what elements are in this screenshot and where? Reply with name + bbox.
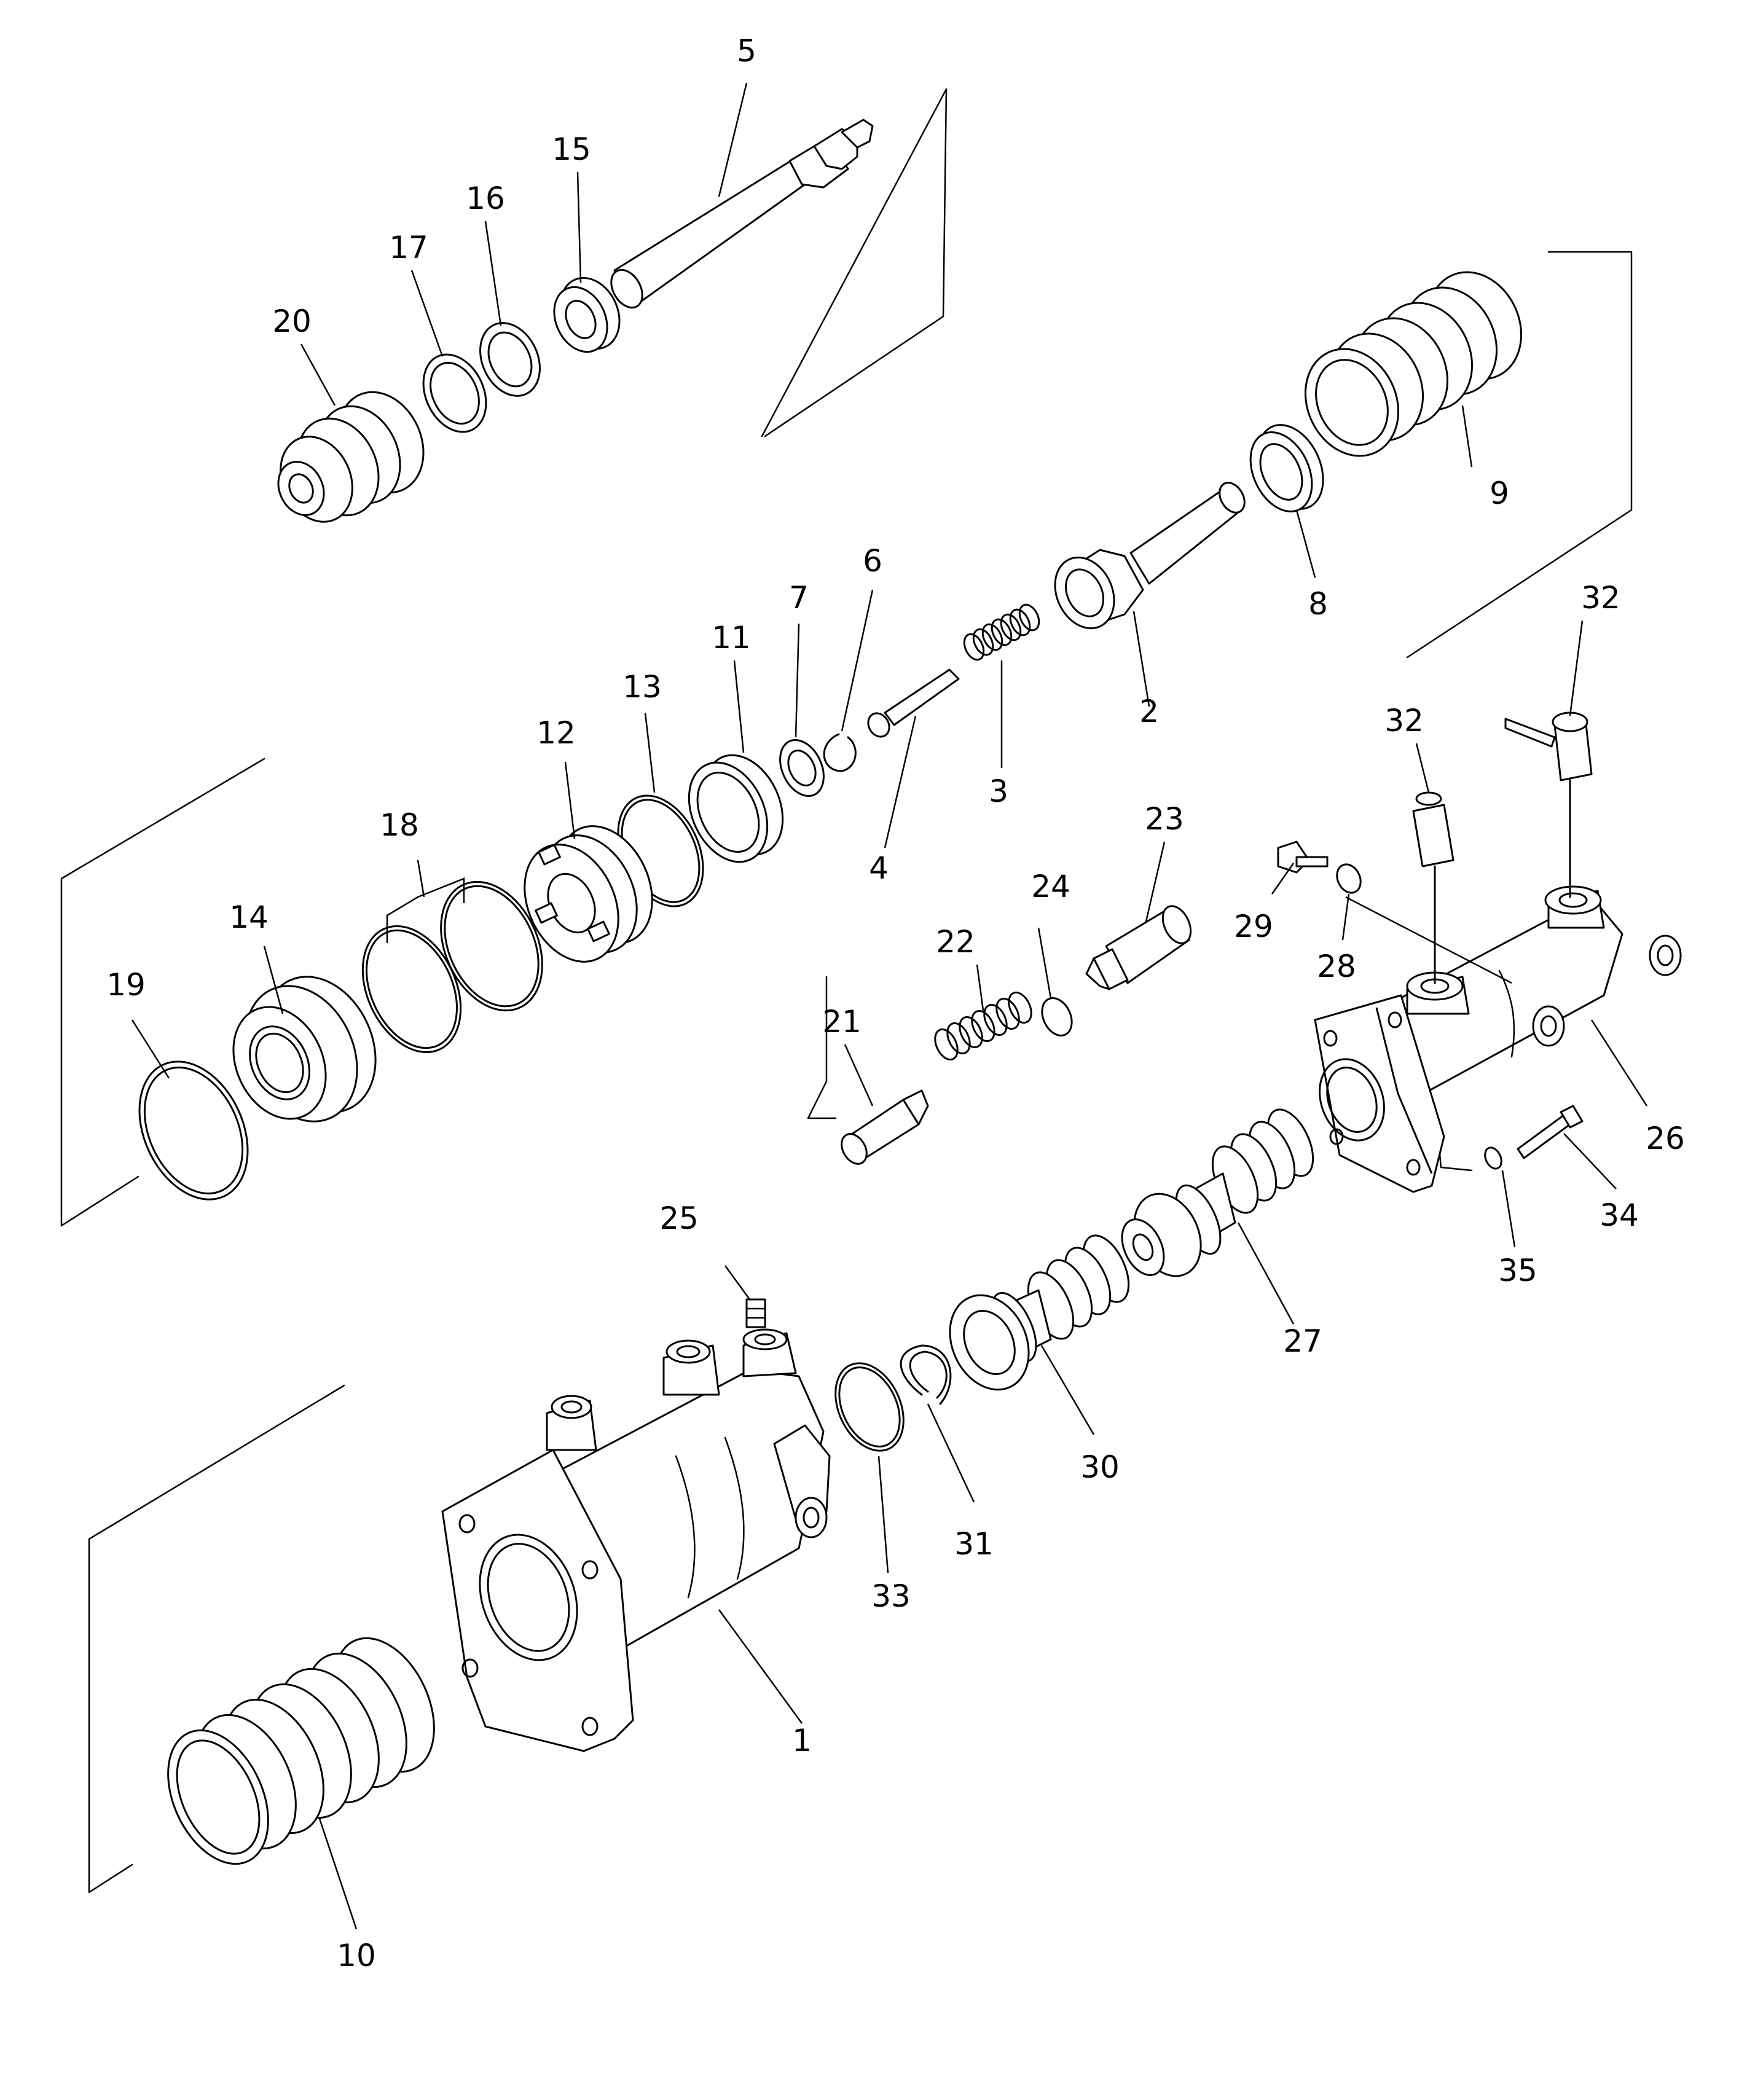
callout-6: 6 [863, 543, 882, 579]
callout-9: 9 [1490, 476, 1509, 511]
part-34-bolt [1517, 1105, 1584, 1159]
part-29-bolt [1277, 840, 1329, 874]
part-17-washer [422, 353, 487, 433]
assembly-bracket-lower [88, 1384, 345, 1894]
callout-7: 7 [789, 580, 809, 616]
part-5-shaft [610, 119, 874, 309]
part-3-spring [963, 603, 1040, 661]
callout-32: 32 [1581, 580, 1620, 616]
leader-lines [131, 82, 1648, 1930]
callout-19: 19 [106, 967, 146, 1003]
callout-8: 8 [1308, 586, 1328, 622]
callout-21: 21 [822, 1004, 862, 1040]
part-31-snap-ring [900, 1344, 952, 1405]
part-7-washer [779, 739, 825, 797]
part-32-fitting-right [1504, 711, 1593, 898]
part-1-body [441, 1328, 831, 1752]
part-9-bellows [1304, 271, 1523, 457]
callout-22: 22 [936, 924, 975, 960]
callout-2: 2 [1139, 694, 1159, 729]
part-18-o-ring-set [361, 880, 543, 1054]
callout-27: 27 [1283, 1323, 1322, 1359]
part-25-plug [745, 1298, 766, 1328]
part-2-piston-rod [1054, 482, 1246, 630]
part-10-bellows [167, 1637, 435, 1865]
part-24-o-ring [1041, 997, 1073, 1036]
callout-15: 15 [552, 131, 591, 167]
part-4-pin [867, 668, 960, 738]
part-27-spool [1121, 1108, 1314, 1277]
callout-33: 33 [871, 1578, 911, 1614]
callout-18: 18 [380, 807, 419, 843]
callout-5: 5 [737, 33, 756, 69]
part-22-spring [934, 991, 1032, 1061]
callout-14: 14 [229, 899, 269, 935]
part-11-ring [688, 754, 784, 863]
part-12-piston [524, 825, 653, 963]
part-30-spool [949, 1234, 1130, 1391]
callout-25: 25 [659, 1201, 699, 1236]
part-8-seal [1249, 424, 1324, 512]
part-23-valve [1085, 905, 1192, 990]
callout-35: 35 [1498, 1253, 1537, 1288]
callout-31: 31 [954, 1526, 994, 1562]
part-19-ring [138, 1060, 249, 1201]
callout-13: 13 [622, 669, 662, 705]
part-15-bearing [553, 276, 621, 353]
callout-20: 20 [272, 304, 312, 339]
assembly-bracket-upper [761, 88, 948, 437]
part-35-washer [1484, 1146, 1502, 1170]
assembly-bracket-left [60, 758, 265, 1227]
callout-17: 17 [389, 230, 428, 265]
callout-11: 11 [712, 620, 751, 656]
part-16-washer [479, 322, 541, 397]
part-26-valve-body [1314, 885, 1682, 1193]
callout-12: 12 [536, 715, 576, 751]
assembly-bracket-right [1406, 251, 1633, 659]
part-20-boot [277, 391, 425, 523]
callout-32: 32 [1384, 703, 1424, 739]
callout-34: 34 [1600, 1197, 1639, 1233]
callout-24: 24 [1031, 869, 1070, 904]
callout-30: 30 [1080, 1449, 1120, 1485]
part-32-fitting-left [1412, 791, 1455, 984]
callout-29: 29 [1234, 909, 1273, 944]
callout-28: 28 [1317, 949, 1356, 984]
callout-23: 23 [1145, 801, 1184, 837]
part-33-o-ring [834, 1362, 905, 1452]
part-28-washer [1336, 863, 1362, 894]
part-6-snap-ring [823, 733, 857, 772]
callout-10: 10 [337, 1938, 376, 1973]
callout-26: 26 [1646, 1121, 1685, 1156]
callout-1: 1 [792, 1723, 812, 1758]
callout-labels: 1 2 3 4 5 6 7 8 9 10 11 12 13 14 15 16 1… [106, 33, 1685, 1973]
part-14-cap [232, 976, 377, 1122]
callout-16: 16 [466, 181, 505, 216]
part-21-plug [841, 1089, 929, 1165]
callout-4: 4 [869, 850, 889, 886]
callout-3: 3 [989, 774, 1008, 809]
